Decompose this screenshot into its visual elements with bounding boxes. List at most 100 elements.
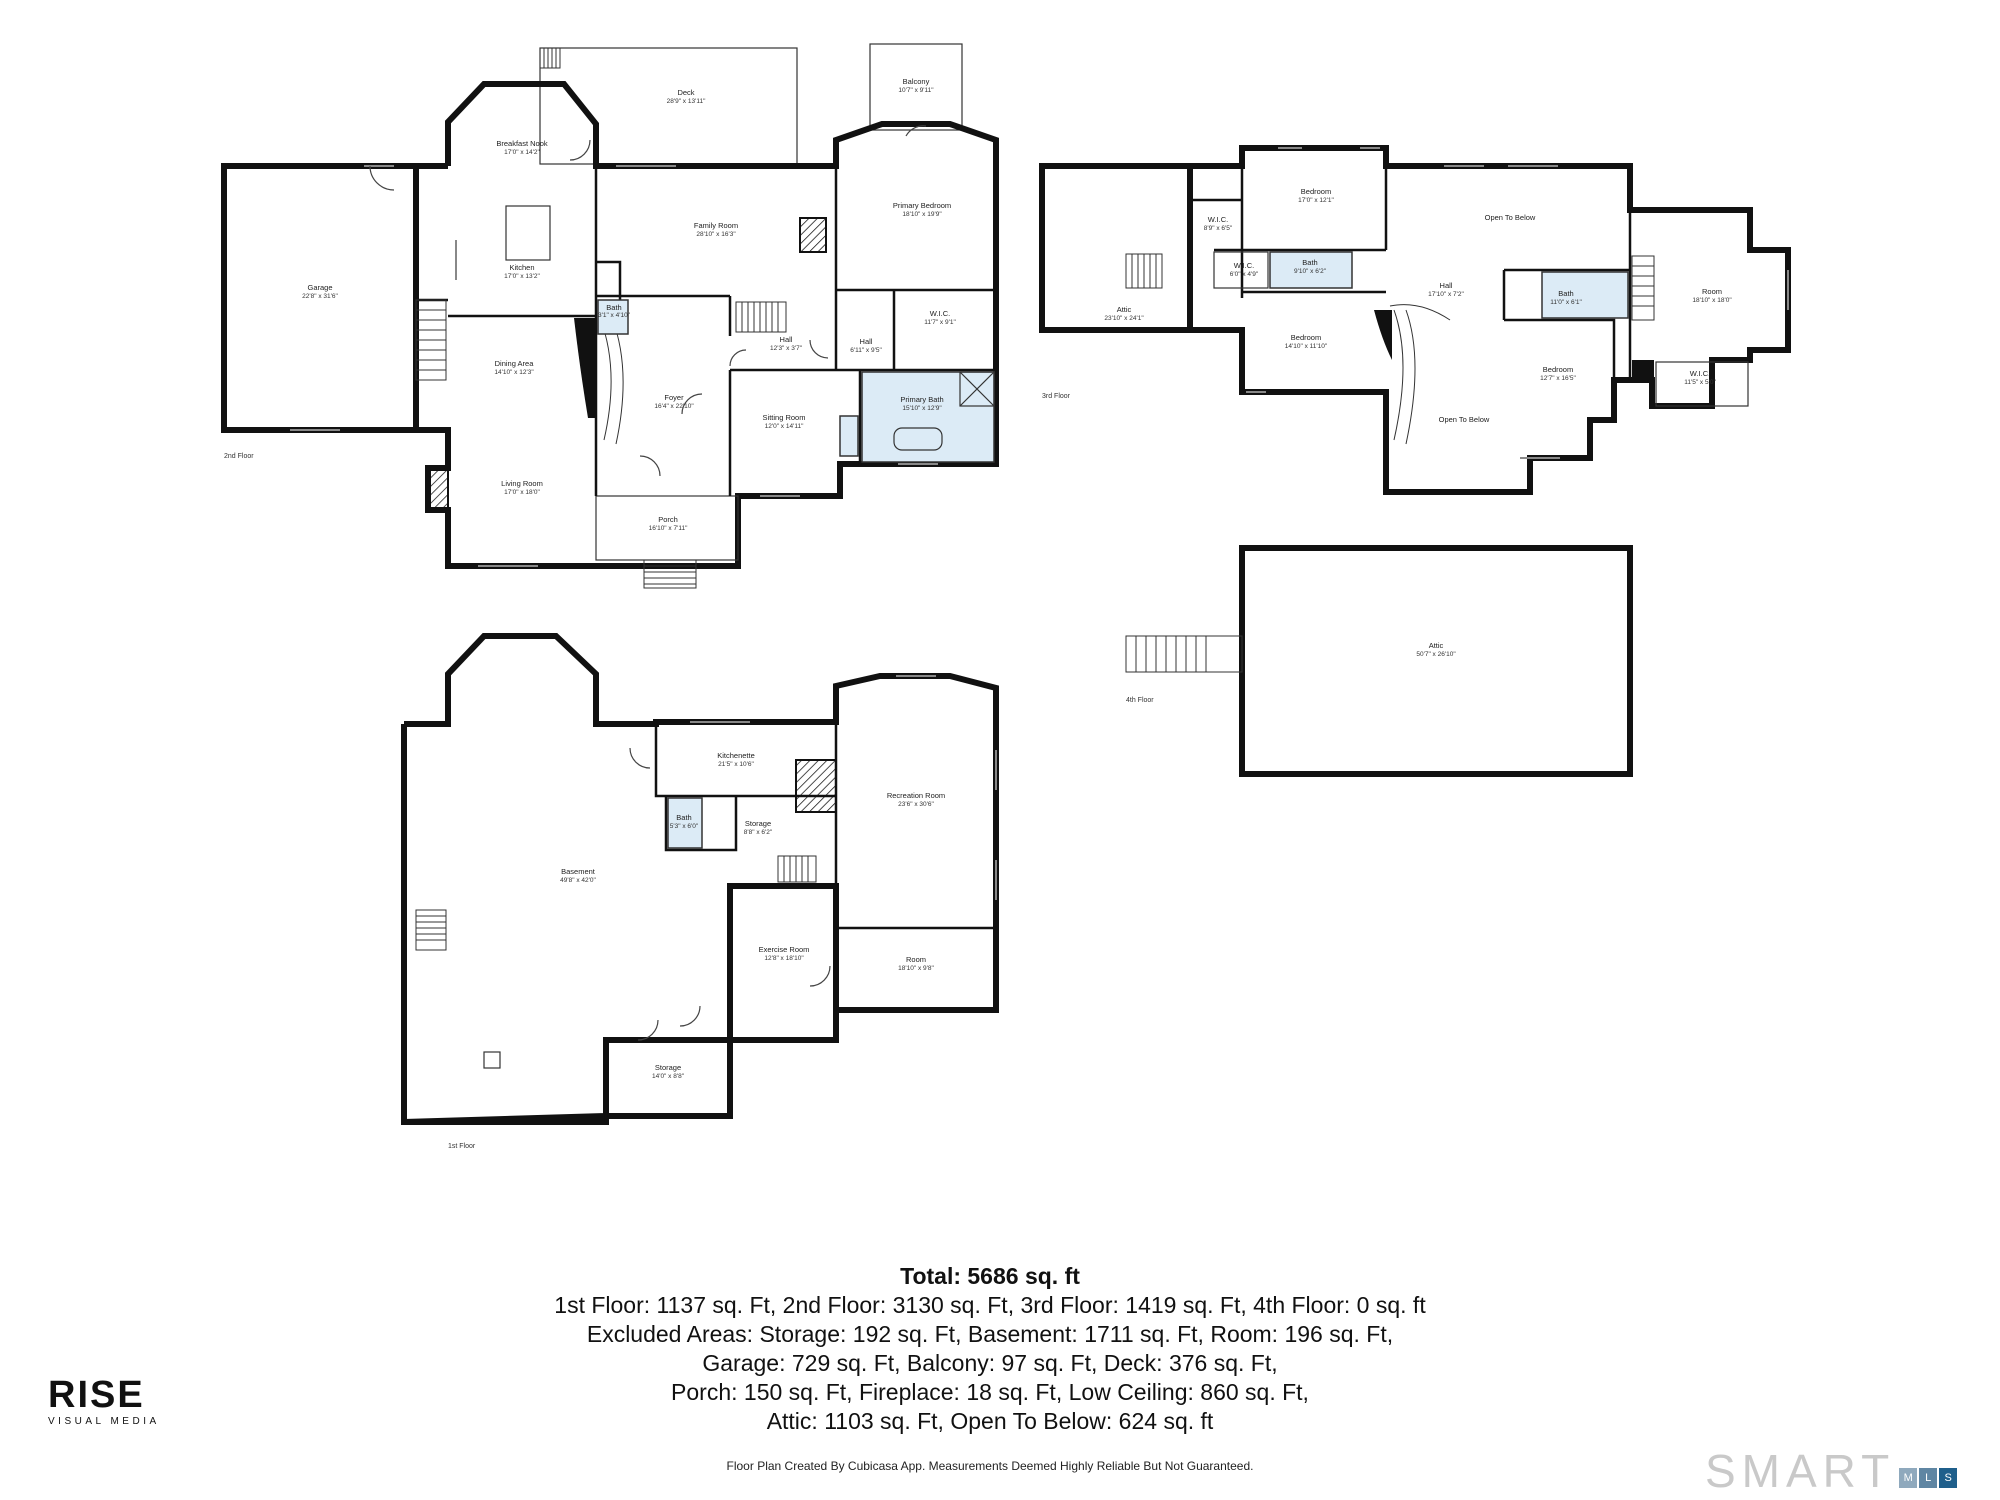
curved-stair-3rd	[1374, 310, 1392, 360]
svg-text:Balcony: Balcony	[903, 77, 930, 86]
mls-badge: M L S	[1899, 1468, 1958, 1488]
svg-text:15'10" x 12'9": 15'10" x 12'9"	[902, 405, 942, 412]
svg-text:16'4" x 22'10": 16'4" x 22'10"	[654, 403, 694, 410]
bath-2nd-small	[597, 299, 629, 335]
disclaimer: Floor Plan Created By Cubicasa App. Meas…	[726, 1459, 1254, 1473]
rise-logo-sub: VISUAL MEDIA	[48, 1416, 160, 1427]
summary-line: 1st Floor: 1137 sq. Ft, 2nd Floor: 3130 …	[554, 1292, 1426, 1318]
windows-2nd	[290, 165, 938, 567]
svg-text:Garage: Garage	[307, 283, 332, 292]
svg-text:Open To Below: Open To Below	[1439, 415, 1490, 424]
svg-text:Foyer: Foyer	[664, 393, 684, 402]
primary-wic-closet	[839, 415, 859, 457]
svg-text:Hall: Hall	[1440, 281, 1453, 290]
first-floor-outline	[403, 633, 999, 1125]
svg-text:12'8" x 18'10": 12'8" x 18'10"	[764, 955, 804, 962]
attic-4th-dims: 50'7" x 26'10"	[1416, 651, 1456, 658]
rise-logo: RISE VISUAL MEDIA	[48, 1376, 168, 1427]
shower	[959, 371, 995, 407]
svg-text:22'8" x 31'6": 22'8" x 31'6"	[302, 293, 338, 300]
svg-text:Bedroom: Bedroom	[1291, 333, 1321, 342]
svg-text:Storage: Storage	[745, 819, 771, 828]
bath-3rd-b	[1541, 271, 1629, 319]
svg-text:11'7" x 9'1": 11'7" x 9'1"	[924, 319, 956, 326]
mls-badge-letter: M	[1899, 1468, 1918, 1488]
svg-text:Attic: Attic	[1117, 305, 1132, 314]
svg-text:5'3" x 6'0": 5'3" x 6'0"	[670, 823, 699, 830]
svg-text:17'0" x 18'0": 17'0" x 18'0"	[504, 489, 540, 496]
floor-label-1st: 1st Floor	[448, 1143, 476, 1150]
svg-text:16'10" x 7'11": 16'10" x 7'11"	[649, 525, 688, 532]
third-floor-interior	[1190, 166, 1632, 380]
svg-text:Kitchenette: Kitchenette	[717, 751, 755, 760]
main-house-outline	[416, 81, 999, 569]
bath-3rd-a	[1269, 251, 1353, 289]
svg-text:Recreation Room: Recreation Room	[887, 791, 945, 800]
bath-1st	[667, 797, 703, 849]
svg-text:Hall: Hall	[780, 335, 793, 344]
floor-4th: 4th Floor Attic 50'7" x 26'10"	[1125, 545, 1633, 777]
primary-tub	[893, 427, 943, 451]
svg-text:12'7" x 16'5": 12'7" x 16'5"	[1540, 375, 1576, 382]
svg-text:28'10" x 16'3": 28'10" x 16'3"	[696, 231, 736, 238]
third-floor-main	[1190, 145, 1791, 495]
smart-logo-word: SMART	[1705, 1445, 1896, 1497]
fireplace-living-room	[427, 469, 449, 511]
svg-text:W.I.C.: W.I.C.	[1234, 261, 1254, 270]
attic-4th-name: Attic	[1429, 641, 1444, 650]
svg-text:28'9" x 13'11": 28'9" x 13'11"	[667, 98, 706, 105]
svg-text:W.I.C.: W.I.C.	[1690, 369, 1710, 378]
mls-badge-letter: L	[1919, 1468, 1938, 1488]
svg-text:17'0" x 12'1": 17'0" x 12'1"	[1298, 197, 1334, 204]
svg-text:W.I.C.: W.I.C.	[930, 309, 950, 318]
first-floor-outline-west	[401, 724, 448, 1125]
svg-text:3'1" x 4'10": 3'1" x 4'10"	[598, 312, 631, 319]
svg-text:18'10" x 19'9": 18'10" x 19'9"	[902, 211, 942, 218]
svg-text:Living Room: Living Room	[501, 479, 543, 488]
total-area: Total: 5686 sq. ft	[900, 1263, 1080, 1289]
attic-4th-stair	[1125, 635, 1243, 673]
svg-text:Family Room: Family Room	[694, 221, 738, 230]
windows-3rd	[1246, 147, 1789, 459]
floor-label-3rd: 3rd Floor	[1042, 393, 1071, 400]
svg-text:17'0" x 14'2": 17'0" x 14'2"	[504, 149, 540, 156]
floor-label-4th: 4th Floor	[1126, 697, 1154, 704]
svg-text:Bath: Bath	[676, 813, 691, 822]
svg-text:Kitchen: Kitchen	[509, 263, 534, 272]
svg-text:18'10" x 9'8": 18'10" x 9'8"	[898, 965, 934, 972]
svg-text:6'11" x 9'5": 6'11" x 9'5"	[850, 347, 882, 354]
svg-text:Storage: Storage	[655, 1063, 681, 1072]
svg-text:Porch: Porch	[658, 515, 678, 524]
svg-text:14'0" x 8'8": 14'0" x 8'8"	[652, 1073, 685, 1080]
svg-text:21'5" x 10'6": 21'5" x 10'6"	[718, 761, 754, 768]
deck-stair	[540, 47, 561, 69]
svg-text:Sitting Room: Sitting Room	[763, 413, 806, 422]
smart-mls-logo: SMART M L S	[1705, 1444, 1958, 1497]
first-floor-interior	[604, 722, 996, 1122]
kitchen-island	[505, 205, 551, 261]
stair-hall	[735, 301, 787, 333]
svg-text:23'10" x 24'1": 23'10" x 24'1"	[1104, 315, 1144, 322]
svg-text:6'0" x 4'9": 6'0" x 4'9"	[1230, 271, 1259, 278]
svg-text:23'6" x 30'6": 23'6" x 30'6"	[898, 801, 934, 808]
svg-text:9'10" x 6'2": 9'10" x 6'2"	[1294, 268, 1327, 275]
svg-text:8'9" x 6'5": 8'9" x 6'5"	[1204, 225, 1233, 232]
svg-text:14'10" x 12'3": 14'10" x 12'3"	[494, 369, 534, 376]
chimney-3rd	[1632, 360, 1654, 378]
wic-3rd-small	[1213, 251, 1269, 289]
svg-text:14'10" x 11'10": 14'10" x 11'10"	[1285, 343, 1328, 350]
curved-stair-treads	[599, 317, 624, 445]
svg-text:Bedroom: Bedroom	[1301, 187, 1331, 196]
fireplace-rec-room	[795, 759, 837, 813]
svg-text:Basement: Basement	[561, 867, 596, 876]
fireplace-family-room	[799, 217, 827, 253]
porch-stair	[643, 559, 697, 589]
svg-text:Bath: Bath	[1302, 258, 1317, 267]
summary-line: Attic: 1103 sq. Ft, Open To Below: 624 s…	[766, 1408, 1214, 1434]
svg-text:17'0" x 13'2": 17'0" x 13'2"	[504, 273, 540, 280]
svg-text:18'10" x 18'0": 18'10" x 18'0"	[1692, 297, 1732, 304]
